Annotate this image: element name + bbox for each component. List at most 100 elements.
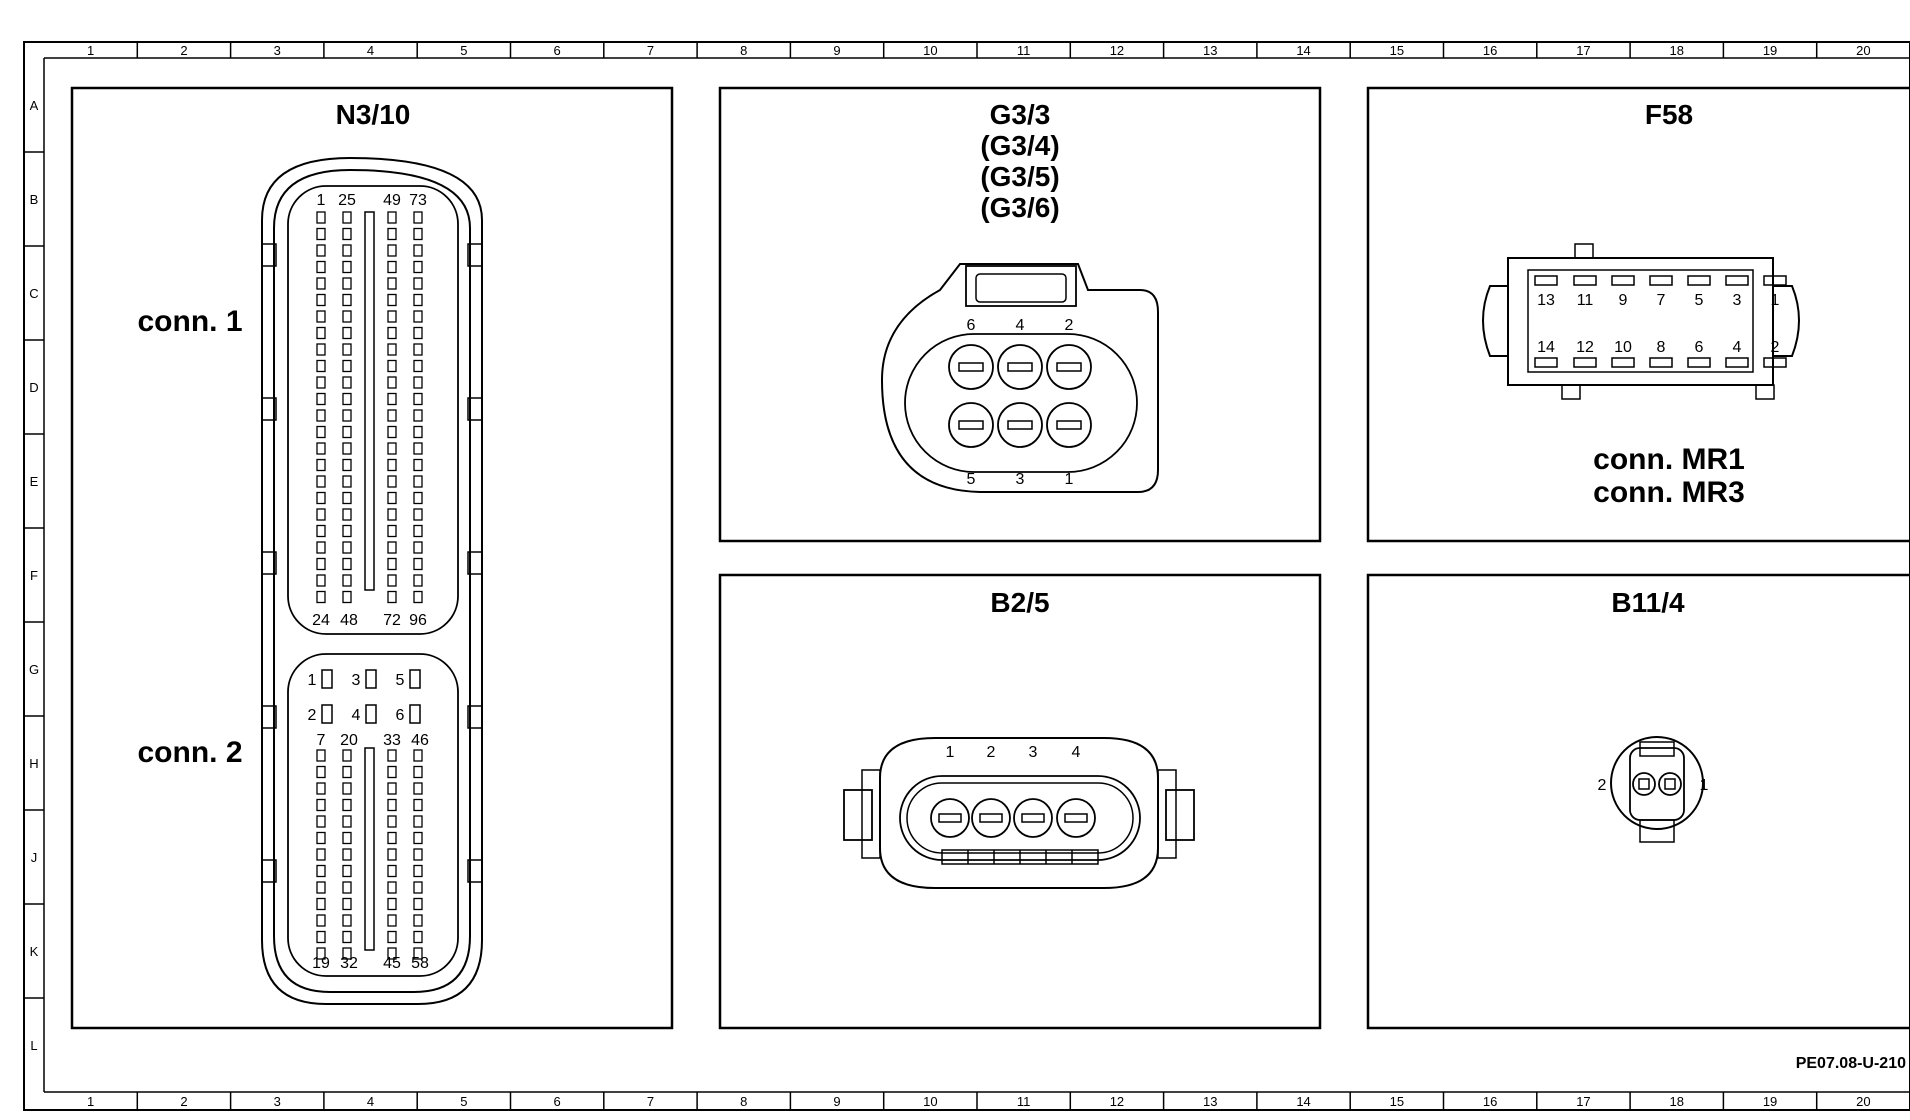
ecu-pin-terminal (316, 442, 326, 455)
ecu-pin-terminal (387, 244, 397, 257)
ecu-pin-terminal (413, 574, 423, 587)
ecu-pin-terminal (413, 524, 423, 538)
ruler-column-label: 9 (833, 1094, 840, 1109)
ecu-pin-terminal (342, 508, 352, 521)
conn1-label: conn. 1 (137, 305, 242, 338)
ecu-pin-terminal (413, 541, 423, 554)
ecu-pin-terminal (387, 211, 397, 224)
ecu-pin-terminal (316, 359, 326, 373)
ecu-pin-terminal (316, 293, 326, 307)
ecu-pin-terminal (387, 277, 397, 290)
g3-pin-contact (1056, 362, 1082, 372)
g3-pin-socket (948, 402, 994, 448)
ecu-pin-terminal (387, 310, 397, 323)
ecu-pin-terminal (413, 590, 423, 604)
ecu-pin-terminal (316, 848, 326, 861)
ecu-pin-terminal (387, 343, 397, 356)
f58-top-pin-labels: 13 11 9 7 5 3 1 (1537, 292, 1779, 309)
ecu-pin-terminal (342, 326, 352, 340)
ecu-pin-terminal (387, 359, 397, 373)
ecu-pin-terminal (342, 442, 352, 455)
ecu-pin-terminal (316, 881, 326, 894)
ecu-pin-terminal (413, 326, 423, 340)
ecu-pin-terminal (387, 897, 397, 911)
f58-bottom-pin-labels: 14 12 10 8 6 4 2 (1537, 339, 1779, 356)
f58-pin-terminal (1649, 275, 1673, 286)
ecu-pin-terminal (387, 782, 397, 795)
panel-n3-10: N3/10 conn. 1 conn. 2 1 25 (70, 86, 674, 1030)
ecu-pin-terminal (342, 557, 352, 571)
ecu-pin-terminal (413, 244, 423, 257)
b2-pin-label: 1 (946, 744, 955, 761)
ecu-pin-terminal (387, 326, 397, 340)
conn1-bottom-label: 96 (409, 612, 427, 629)
ecu-pin-terminal (413, 491, 423, 505)
conn1-pin-array (316, 211, 423, 604)
g3-pin-contact (1056, 420, 1082, 430)
ruler-column-label: 1 (87, 43, 94, 58)
ruler-row-label: B (30, 192, 39, 207)
conn1-top-label: 1 (317, 192, 326, 209)
ecu-pin-terminal (316, 864, 326, 878)
ecu-pin-terminal (342, 765, 352, 779)
ruler-column-label: 16 (1483, 1094, 1497, 1109)
ecu-pin-terminal (316, 475, 326, 488)
b2-pin-socket (1056, 798, 1096, 838)
ecu-pin-terminal (342, 458, 352, 472)
b2-pin-label: 4 (1072, 744, 1081, 761)
ruler-column-label: 11 (1017, 1094, 1031, 1109)
ecu-pin-terminal (342, 881, 352, 894)
ecu-pin-terminal (342, 293, 352, 307)
ruler-column-label: 17 (1576, 1094, 1590, 1109)
ecu-pin-terminal (413, 864, 423, 878)
ecu-pin-terminal (387, 765, 397, 779)
ecu-pin-terminal (413, 376, 423, 389)
ecu-pin-terminal (316, 930, 326, 944)
ecu-pin-terminal (413, 425, 423, 439)
ecu-pin-terminal (316, 508, 326, 521)
panel-title-b2-5: B2/5 (990, 587, 1049, 618)
ruler-column-label: 12 (1110, 1094, 1124, 1109)
conn2-top-label: 46 (411, 732, 429, 749)
g3-pin-contact (958, 420, 984, 430)
f58-pin-terminal (1725, 357, 1749, 368)
ecu-pin-terminal (387, 574, 397, 587)
f58-top-pin-label: 11 (1577, 292, 1594, 309)
conn2-large-pins (321, 669, 421, 724)
ruler-column-label: 20 (1856, 1094, 1870, 1109)
f58-top-pin-label: 13 (1537, 292, 1555, 309)
ecu-pin-terminal (316, 557, 326, 571)
g3-pin-socket (997, 402, 1043, 448)
g3-pin-grid (948, 344, 1092, 448)
f58-connector-housing (1482, 243, 1800, 400)
ecu-pin-terminal (387, 293, 397, 307)
ruler-row-label: A (30, 98, 39, 113)
ecu-pin-terminal (387, 914, 397, 927)
f58-pin-array (1534, 275, 1787, 368)
f58-top-pin-label: 1 (1771, 292, 1780, 309)
ruler-column-label: 19 (1763, 1094, 1777, 1109)
ruler-row-label: D (29, 380, 38, 395)
ruler-column-label: 5 (460, 1094, 467, 1109)
b11-connector-housing (1610, 736, 1704, 843)
ecu-pin-terminal (342, 947, 352, 960)
ruler-column-label: 3 (274, 43, 281, 58)
ecu-pin-terminal (387, 541, 397, 554)
ecu-pin-terminal (387, 491, 397, 505)
ecu-pin-terminal (316, 458, 326, 472)
ruler-row-label: J (31, 850, 38, 865)
ecu-pin-terminal (387, 947, 397, 960)
f58-bottom-pin-label: 14 (1537, 339, 1555, 356)
ruler-column-label: 7 (647, 1094, 654, 1109)
ecu-pin-terminal (316, 211, 326, 224)
ecu-pin-terminal (387, 524, 397, 538)
conn1-top-label: 49 (383, 192, 401, 209)
conn1-top-label: 25 (338, 192, 356, 209)
b2-pin-contact (1064, 813, 1088, 823)
g3-bottom-pin-label: 1 (1065, 471, 1074, 488)
f58-top-pin-label: 7 (1657, 292, 1666, 309)
panel-title-g3-6: (G3/6) (980, 192, 1059, 223)
ecu-pin-terminal (387, 590, 397, 604)
